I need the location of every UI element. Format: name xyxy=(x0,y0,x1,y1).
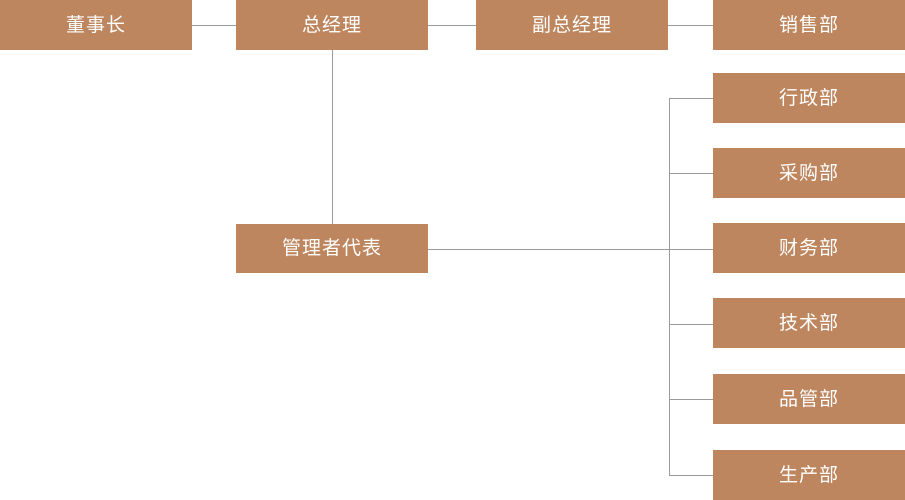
node-general-manager[interactable]: 总经理 xyxy=(236,0,428,50)
connector-gm-to-mgmt-rep xyxy=(332,50,333,224)
connector-deputy-gm-to-sales xyxy=(668,25,713,26)
node-quality-department-label: 品管部 xyxy=(778,387,839,410)
connector-department-trunk xyxy=(669,98,670,475)
node-quality-department[interactable]: 品管部 xyxy=(713,374,905,424)
connector-trunk-to-admin xyxy=(669,98,713,99)
node-production-department-label: 生产部 xyxy=(778,463,839,486)
node-admin-department-label: 行政部 xyxy=(778,86,839,109)
node-sales-department[interactable]: 销售部 xyxy=(713,0,905,50)
node-finance-department[interactable]: 财务部 xyxy=(713,223,905,273)
node-production-department[interactable]: 生产部 xyxy=(713,450,905,500)
connector-trunk-to-quality xyxy=(669,399,713,400)
node-technical-department[interactable]: 技术部 xyxy=(713,298,905,348)
node-sales-department-label: 销售部 xyxy=(778,13,839,36)
node-deputy-general-manager-label: 副总经理 xyxy=(531,13,612,36)
node-management-representative[interactable]: 管理者代表 xyxy=(236,224,428,273)
connector-trunk-to-technical xyxy=(669,324,713,325)
node-deputy-general-manager[interactable]: 副总经理 xyxy=(476,0,668,50)
node-general-manager-label: 总经理 xyxy=(301,13,362,36)
connector-gm-to-deputy-gm xyxy=(428,25,476,26)
node-management-representative-label: 管理者代表 xyxy=(281,237,382,259)
connector-trunk-to-purchasing xyxy=(669,173,713,174)
node-technical-department-label: 技术部 xyxy=(778,311,839,334)
node-chairman[interactable]: 董事长 xyxy=(0,0,192,50)
connector-trunk-to-production xyxy=(669,475,713,476)
node-chairman-label: 董事长 xyxy=(65,13,126,36)
node-purchasing-department-label: 采购部 xyxy=(778,161,839,184)
connector-mgmt-rep-to-finance xyxy=(428,249,713,250)
connector-chairman-to-gm xyxy=(192,25,236,26)
node-admin-department[interactable]: 行政部 xyxy=(713,73,905,123)
node-finance-department-label: 财务部 xyxy=(778,236,839,259)
node-purchasing-department[interactable]: 采购部 xyxy=(713,148,905,198)
